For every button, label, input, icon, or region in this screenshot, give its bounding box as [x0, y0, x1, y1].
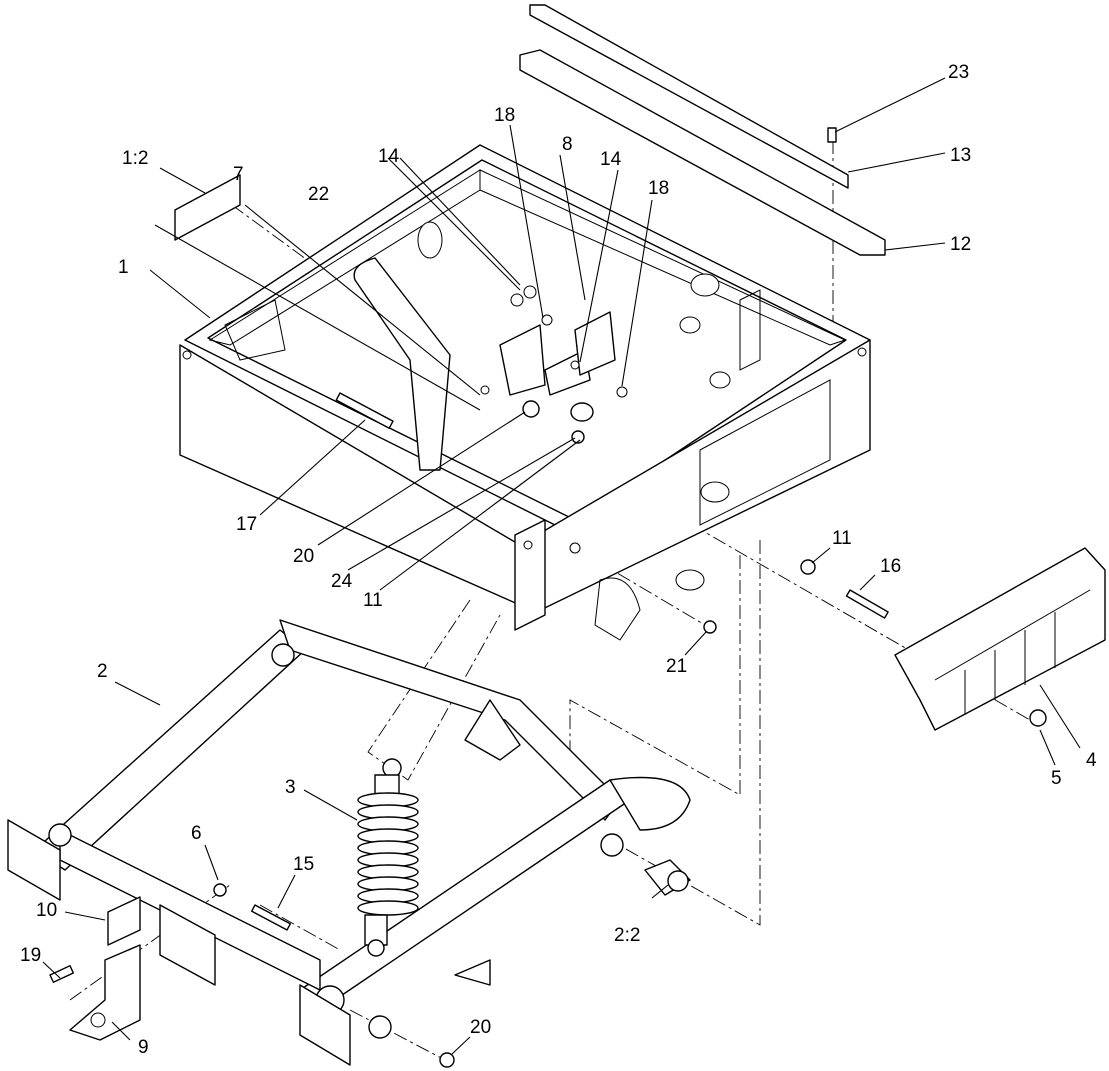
bracket-9: [69, 944, 141, 1041]
latch-brackets: [480, 285, 628, 398]
top-cover-plates: [519, 4, 886, 256]
shock-absorber: [357, 758, 419, 957]
callout-5: 5: [1051, 768, 1062, 789]
callout-12: 12: [950, 234, 971, 255]
callout-8: 8: [562, 134, 573, 155]
callout-6: 6: [191, 823, 202, 844]
callout-14a: 14: [378, 146, 400, 167]
callout-21: 21: [666, 656, 687, 677]
leader-lines: [42, 77, 1081, 1055]
callout-20a: 20: [293, 546, 314, 567]
decal-1-2: [174, 174, 241, 241]
callout-11a: 11: [363, 590, 383, 611]
callout-24: 24: [331, 571, 353, 592]
callout-labels: 1 1:2 2 2:2 3 4 5 6 7 8 9 10 11 11 12 13…: [20, 62, 1097, 1058]
callout-17: 17: [236, 514, 257, 535]
callout-22: 22: [308, 184, 329, 205]
frame-hardware: [335, 392, 889, 634]
callout-9: 9: [138, 1037, 149, 1058]
bushing: [644, 859, 691, 896]
callout-20b: 20: [470, 1017, 491, 1038]
lower-hardware: [49, 883, 455, 1068]
callout-2-2: 2:2: [614, 925, 640, 946]
callout-7: 7: [233, 164, 244, 185]
callout-14b: 14: [600, 149, 622, 170]
shock-spring: [357, 792, 419, 916]
callout-13: 13: [950, 145, 971, 166]
callout-11b: 11: [832, 528, 852, 549]
callout-15: 15: [293, 854, 314, 875]
callout-1: 1: [118, 257, 129, 278]
side-guard: [894, 547, 1106, 731]
callout-3: 3: [285, 777, 296, 798]
callout-16: 16: [880, 556, 901, 577]
callout-4: 4: [1086, 750, 1097, 771]
callout-19: 19: [20, 945, 41, 966]
swing-arm-frame: [7, 619, 691, 1066]
callout-18b: 18: [648, 178, 669, 199]
decal-10: [107, 896, 141, 946]
callout-10: 10: [36, 900, 57, 921]
main-frame: [179, 144, 871, 641]
callout-1-2: 1:2: [122, 148, 148, 169]
callout-23: 23: [948, 62, 969, 83]
callout-2: 2: [97, 661, 108, 682]
callout-18a: 18: [494, 105, 515, 126]
